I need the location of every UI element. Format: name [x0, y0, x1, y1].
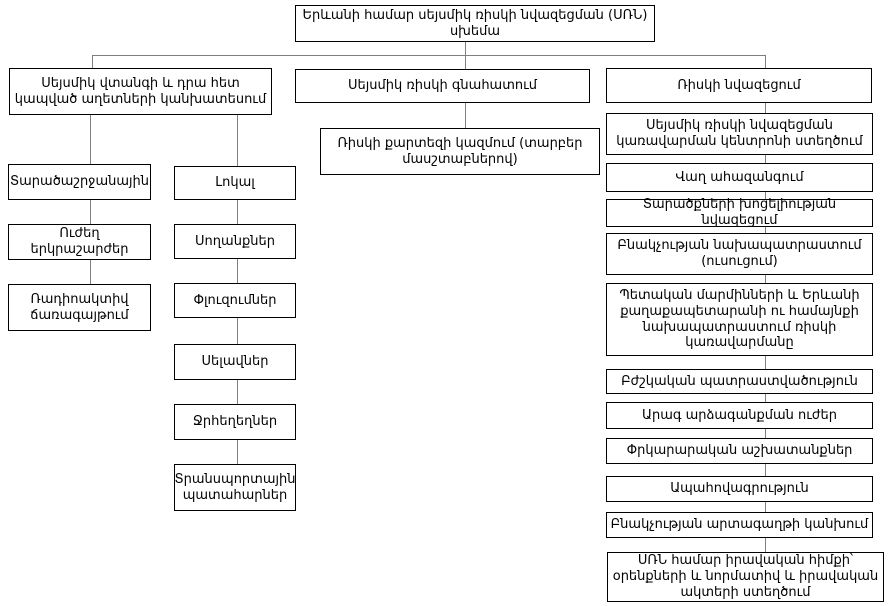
node-branch-hazard-forecast: Սեյսմիկ վտանգի և դրա հետ կապված աղետների… [9, 68, 272, 115]
connector-local-6 [237, 440, 238, 464]
connector-reduction-drop [765, 55, 766, 68]
node-management-center: Սեյսմիկ ռիսկի նվազեցման կառավարման կենտր… [606, 113, 873, 155]
connector-title-drop [465, 42, 466, 55]
node-state-bodies-preparation: Պետական մարմինների և Երևանի քաղաքապետարա… [606, 283, 873, 356]
node-strong-earthquakes: Ուժեղ երկրաշարժեր [8, 224, 151, 260]
connector-regional-2 [90, 200, 91, 224]
connector-assessment-drop [465, 55, 466, 69]
connector-reduction-2 [765, 155, 766, 163]
connector-local-3 [237, 259, 238, 283]
node-collapses: Փլուզումներ [174, 283, 296, 318]
connector-reduction-9 [765, 464, 766, 476]
connector-reduction-6 [765, 356, 766, 369]
node-risk-map: Ռիսկի քարտեզի կազմում (տարբեր մասշտաբներ… [320, 128, 600, 175]
connector-reduction-10 [765, 502, 766, 512]
node-mudflows: Սելավներ [174, 344, 296, 380]
node-population-training: Բնակչության նախապատրաստում (ուսուցում) [606, 233, 873, 275]
node-transport-accidents: Տրանսպորտային պատահարներ [174, 464, 296, 511]
connector-local-4 [237, 318, 238, 344]
connector-reduction-5 [765, 275, 766, 283]
node-branch-risk-reduction: Ռիսկի նվազեցում [606, 68, 872, 103]
node-vulnerability-reduction: Տարածքների խոցելիության նվազեցում [606, 197, 873, 228]
connector-reduction-11 [765, 538, 766, 552]
node-legal-basis: ՍՌՆ համար իրավական հիմքի՝ օրենքների և նո… [607, 552, 884, 602]
connector-reduction-7 [765, 394, 766, 402]
node-early-warning: Վաղ ահազանգում [606, 163, 873, 192]
node-regional: Տարածաշրջանային [8, 164, 151, 200]
connector-regional-1 [90, 115, 91, 164]
node-rapid-response-forces: Արագ արձագանքման ուժեր [606, 402, 873, 429]
node-branch-risk-assessment: Սեյսմիկ ռիսկի գնահատում [295, 69, 590, 103]
connector-main-horizontal [92, 55, 765, 56]
connector-reduction-4 [765, 227, 766, 233]
node-medical-preparedness: Բժշկական պատրաստվածություն [606, 369, 873, 394]
node-floods: Ջրհեղեղներ [174, 404, 296, 440]
node-title: Երևանի համար սեյսմիկ ռիսկի նվազեցման (ՍՌ… [295, 5, 655, 42]
node-radioactive-radiation: Ռադիոակտիվ ճառագայթում [8, 284, 151, 331]
node-rescue-works: Փրկարարական աշխատանքներ [606, 438, 873, 464]
node-emigration-prevention: Բնակչության արտագաղթի կանխում [606, 512, 873, 538]
connector-reduction-8 [765, 429, 766, 438]
connector-assessment-riskmap [465, 103, 466, 128]
node-insurance: Ապահովագրություն [606, 476, 873, 502]
connector-local-1 [237, 115, 238, 166]
connector-reduction-1 [765, 103, 766, 113]
connector-forecast-drop [92, 55, 93, 68]
connector-local-2 [237, 200, 238, 224]
node-local: Լոկալ [174, 166, 296, 200]
connector-reduction-3 [765, 192, 766, 199]
node-landslides: Սողանքներ [174, 224, 296, 259]
connector-local-5 [237, 380, 238, 404]
connector-regional-3 [90, 260, 91, 284]
